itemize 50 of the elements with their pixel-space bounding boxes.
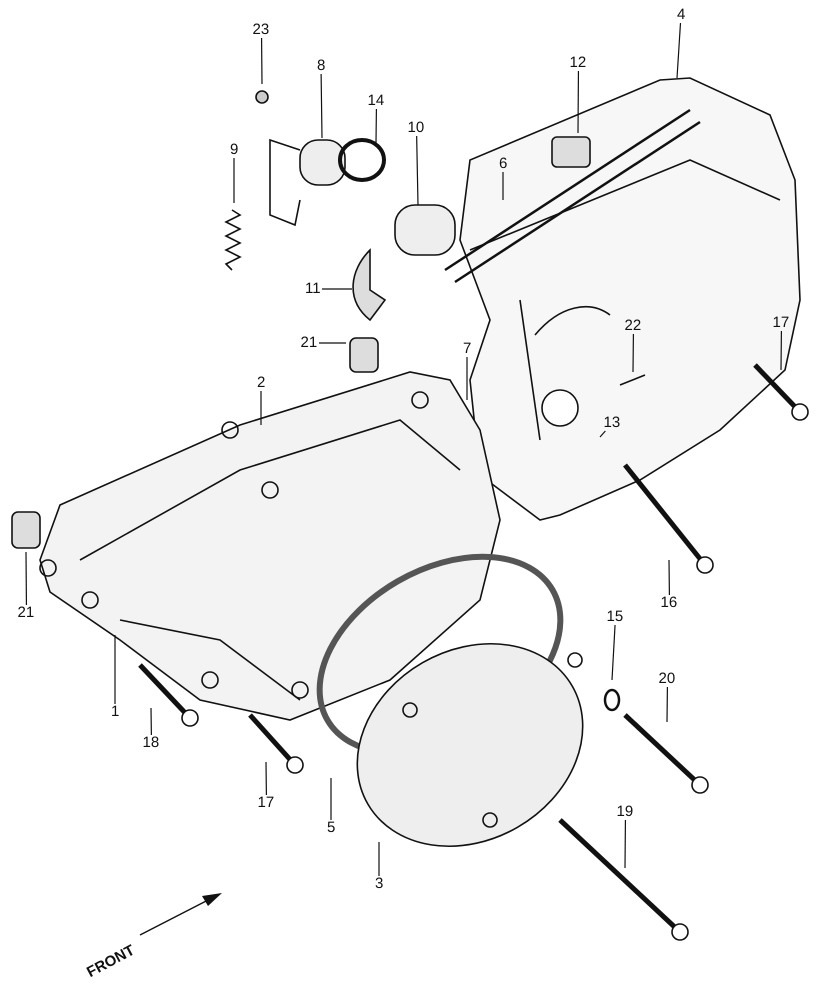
callout-number: 22 [624,318,642,334]
leader-line [632,334,634,372]
callout-number: 19 [616,804,634,820]
callout-number: 17 [772,315,790,331]
callout-number: 7 [462,341,472,357]
callout-number: 2 [256,375,266,391]
callout-number: 21 [300,335,318,351]
leader-line [577,71,580,133]
leader-line [502,172,504,200]
leader-line [319,342,346,344]
leader-line [260,391,262,425]
callout-number: 18 [142,735,160,751]
callout-number: 13 [602,415,622,431]
leader-line [600,430,606,438]
callout-number: 12 [568,55,588,71]
leader-line [260,38,263,84]
callout-number: 14 [366,93,386,109]
callout-number: 16 [660,595,678,611]
leader-line [668,560,670,595]
callout-number: 15 [606,609,624,625]
callout-number: 21 [16,605,36,621]
leader-line [375,109,377,143]
leader-line [25,552,28,605]
leader-line [150,708,152,735]
leader-line [233,158,235,203]
leader-line [265,762,267,795]
leader-line [320,74,323,138]
callout-number: 9 [229,142,240,158]
leader-line [780,331,782,370]
leader-line [330,778,332,820]
leader-line [378,842,380,876]
callout-number: 3 [374,876,384,892]
leader-line [416,136,419,206]
callout-number: 23 [252,22,270,38]
leader-line [666,687,668,722]
callout-number: 5 [326,820,336,836]
leader-line [322,288,352,290]
leader-line [611,624,616,680]
callout-number: 4 [676,7,686,23]
callout-number: 10 [406,120,426,136]
callout-number: 20 [658,671,676,687]
callout-number: 1 [110,704,120,720]
callout-number: 8 [316,58,326,74]
callout-number: 17 [256,795,276,811]
callout-number: 6 [498,156,508,172]
leader-line [624,820,626,868]
callout-number: 11 [304,281,322,297]
leader-line [676,22,682,78]
leader-line [114,635,116,704]
leader-line [466,357,468,400]
